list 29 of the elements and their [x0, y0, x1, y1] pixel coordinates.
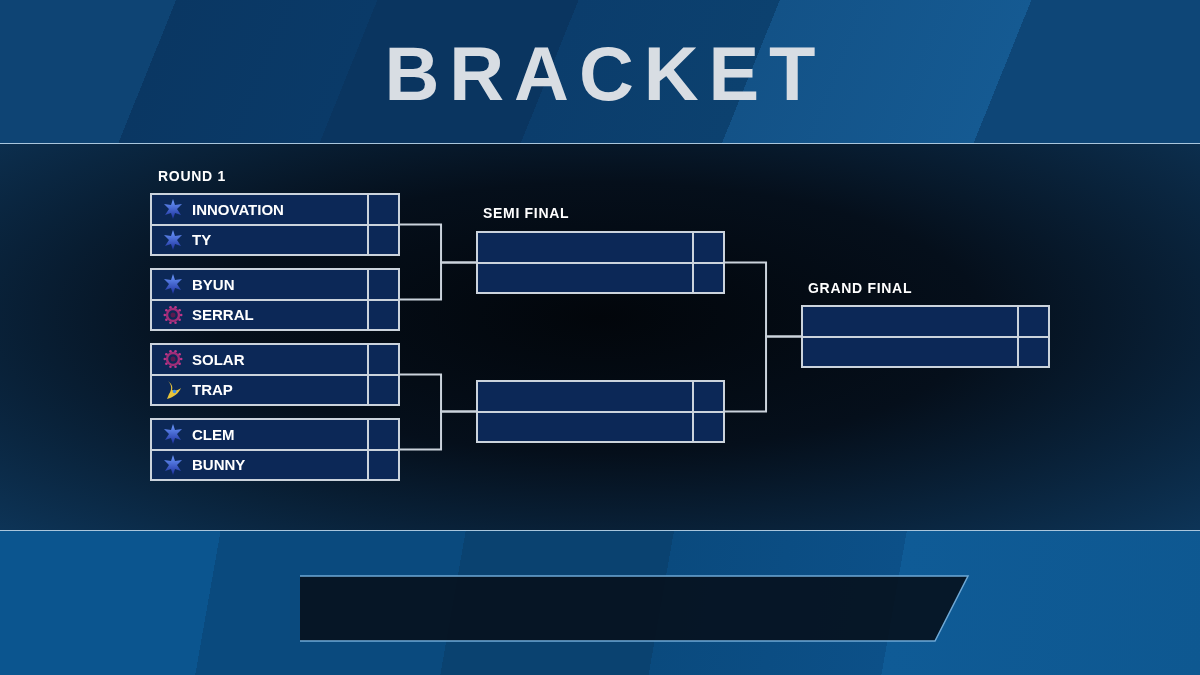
- player-row: [152, 195, 398, 226]
- match-box: [476, 231, 725, 294]
- title: BRACKET: [383, 36, 826, 112]
- player-name: TY: [192, 232, 212, 248]
- match-box: [150, 268, 400, 331]
- player-row: [152, 270, 398, 301]
- match-box: [150, 418, 400, 481]
- player-name: SOLAR: [192, 351, 245, 367]
- bracket-line: [399, 410, 477, 451]
- player-name: TRAP: [192, 382, 233, 398]
- bracket-line: [399, 261, 477, 301]
- player-name: SERRAL: [192, 307, 254, 323]
- match-box: [476, 380, 725, 443]
- player-name: BYUN: [192, 276, 235, 292]
- bracket-line: [724, 335, 802, 413]
- player-name: BUNNY: [192, 457, 246, 473]
- round-heading: ROUND 1: [158, 169, 226, 183]
- round-heading: SEMI FINAL: [483, 206, 570, 220]
- player-row: [152, 420, 398, 451]
- player-name: INNOVATION: [192, 201, 284, 217]
- empty-row: [478, 233, 723, 264]
- player-name: CLEM: [192, 426, 235, 442]
- player-row: [152, 345, 398, 376]
- match-box: [801, 305, 1050, 368]
- match-box: [150, 193, 400, 256]
- empty-row: [803, 307, 1048, 338]
- round-heading: GRAND FINAL: [808, 281, 913, 295]
- match-box: [150, 343, 400, 406]
- empty-row: [478, 382, 723, 413]
